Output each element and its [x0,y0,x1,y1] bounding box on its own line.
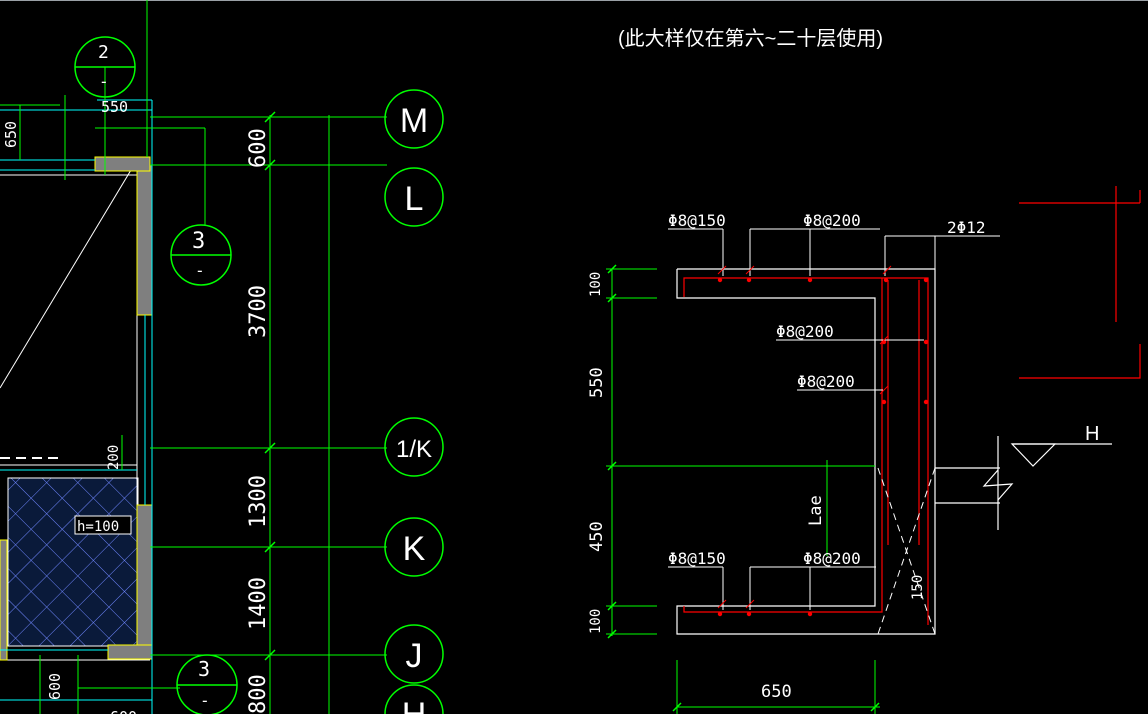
dim-1400: 1400 [246,577,271,630]
dim-ticks [264,111,276,661]
axis-bubble-1K: 1/K [384,417,444,477]
svg-text:3: 3 [198,657,210,681]
axis-bubble-H: H [384,684,444,714]
rebar-label-top-left: Φ8@150 [668,211,726,230]
leader-ticks [717,265,892,609]
dashed-cross [877,467,936,635]
axis-bubble-L: L [384,167,444,227]
dim-1300: 1300 [246,475,271,528]
svg-text:2: 2 [98,42,109,63]
section-detail: (此大样仅在第六~二十层使用) [587,27,1141,714]
floor-plan: h=100 550 650 600 3700 200 1300 1400 800… [0,0,444,714]
note-text: (此大样仅在第六~二十层使用) [618,27,883,50]
section-mark-3-lower: 3 - [176,654,238,714]
slab-label-box [74,515,132,535]
dim-650-plan: 650 [2,121,20,148]
wall-top [94,156,151,172]
rebar-label-top-mid: Φ8@200 [803,211,861,230]
dim-600-bottom: 600 [46,673,64,700]
rebar-label-side-2: Φ8@200 [797,372,855,391]
red-bracket [1019,186,1141,379]
hatched-slab [7,477,139,647]
axis-bubble-K: K [384,517,444,577]
section-mark-2: 2 - [74,36,136,98]
dim-100-bottom: 100 [588,609,604,634]
wall-bottom [107,644,153,660]
svg-text:H: H [402,696,427,714]
wall-right-upper [136,164,153,316]
rebar-lines [683,277,929,625]
svg-text:3: 3 [192,229,205,254]
svg-text:1/K: 1/K [396,436,432,463]
dim-550-detail: 550 [587,367,607,398]
svg-text:J: J [406,637,423,675]
concrete-outline [676,268,936,635]
section-mark-3-upper: 3 - [170,224,232,286]
dim-800: 800 [246,674,271,714]
axis-bubble-M: M [384,89,444,149]
anchorage-label: Lae [806,495,826,526]
dim-450-detail: 450 [587,521,607,552]
dim-600-top: 600 [246,128,271,168]
rebar-label-side-1: Φ8@200 [776,322,834,341]
rebar-label-bottom-left: Φ8@150 [668,549,726,568]
dim-150-detail: 150 [910,575,926,600]
rebar-label-corner: 2Φ12 [947,218,986,237]
svg-text:-: - [200,691,210,710]
svg-text:-: - [195,261,205,280]
level-symbol [935,436,1112,530]
svg-text:-: - [99,72,109,91]
detail-dim-lines [606,268,880,714]
wall-right-lower [136,504,153,646]
svg-text:K: K [403,530,426,568]
leader-lines [668,228,1000,610]
cyan-lines [0,99,153,714]
svg-text:L: L [405,180,424,218]
slab-label: h=100 [77,519,119,535]
wall-left-lower [0,539,8,661]
rebar-label-bottom-mid: Φ8@200 [803,549,861,568]
dim-100-top: 100 [588,272,604,297]
svg-text:M: M [400,102,428,140]
dim-600-partial: 600 [110,708,137,714]
dim-650-detail: 650 [761,682,792,702]
grid-lines [0,0,387,714]
dim-550-plan: 550 [101,98,128,116]
level-label: H [1085,423,1099,445]
detail-dim-ticks [607,264,880,712]
dim-200: 200 [106,445,122,470]
dim-3700: 3700 [246,285,271,338]
axis-bubble-J: J [384,624,444,684]
